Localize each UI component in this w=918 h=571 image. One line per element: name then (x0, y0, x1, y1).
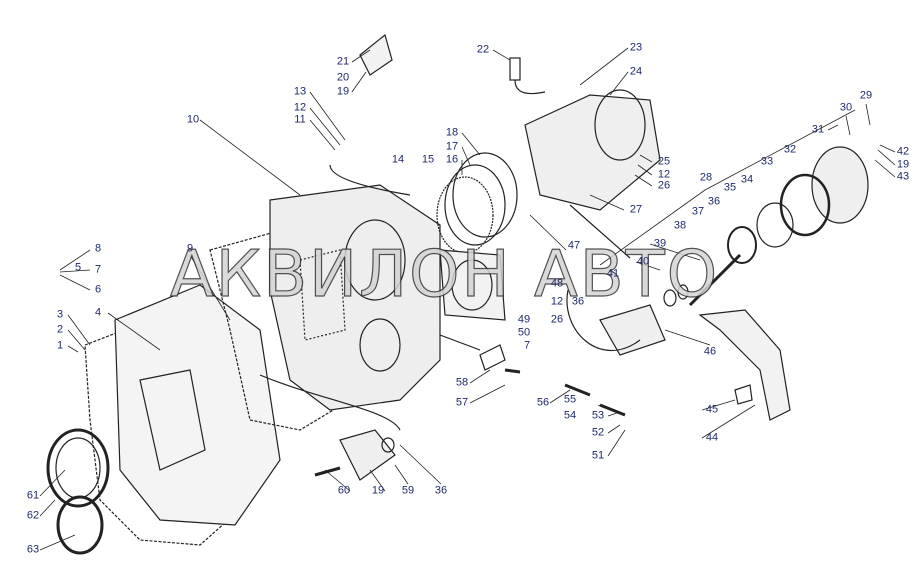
ring-18 (452, 152, 518, 238)
part-label: 19 (336, 85, 350, 98)
part-label: 12 (293, 101, 307, 114)
fork-44 (698, 309, 791, 421)
part-label: 42 (896, 145, 910, 158)
part-label: 12 (550, 295, 564, 308)
part-label: 59 (401, 484, 415, 497)
part-label: 36 (434, 484, 448, 497)
part-label: 26 (657, 179, 671, 192)
seal-61 (46, 428, 110, 508)
part-label: 7 (94, 263, 102, 276)
part-label: 20 (336, 71, 350, 84)
part-label: 62 (26, 509, 40, 522)
part-label: 36 (707, 195, 721, 208)
front-cover (114, 284, 281, 526)
part-35 (756, 202, 794, 248)
part-label: 40 (636, 255, 650, 268)
part-label: 56 (536, 396, 550, 409)
part-label: 31 (811, 123, 825, 136)
part-label: 50 (517, 326, 531, 339)
part-label: 45 (705, 403, 719, 416)
flange-49 (439, 249, 506, 321)
part-label: 8 (94, 242, 102, 255)
part-label: 36 (571, 295, 585, 308)
part-label: 13 (293, 85, 307, 98)
part-label: 2 (56, 323, 64, 336)
part-label: 22 (476, 43, 490, 56)
watermark: АКВИЛОН АВТО (169, 237, 720, 312)
part-label: 60 (337, 484, 351, 497)
part-label: 19 (371, 484, 385, 497)
part-label: 1 (56, 339, 64, 352)
part-label: 39 (653, 237, 667, 250)
part-label: 61 (26, 489, 40, 502)
part-label: 30 (839, 101, 853, 114)
part-label: 16 (445, 153, 459, 166)
part-label: 26 (550, 313, 564, 326)
part-label: 63 (26, 543, 40, 556)
part-label: 25 (657, 155, 671, 168)
part-label: 46 (703, 345, 717, 358)
part-label: 53 (591, 409, 605, 422)
part-label: 29 (859, 89, 873, 102)
rear-housing-23 (524, 94, 661, 211)
part-label: 54 (563, 409, 577, 422)
main-housing (269, 184, 441, 411)
part-label: 43 (896, 170, 910, 183)
part-label: 10 (186, 113, 200, 126)
part-label: 27 (629, 203, 643, 216)
part-label: 17 (445, 140, 459, 153)
part-label: 57 (455, 396, 469, 409)
part-label: 32 (783, 143, 797, 156)
part-label: 14 (391, 153, 405, 166)
valve-59 (339, 429, 396, 481)
part-label: 3 (56, 308, 64, 321)
part-label: 51 (591, 449, 605, 462)
part-label: 41 (606, 267, 620, 280)
ring-37 (727, 226, 757, 264)
part-label: 11 (294, 113, 306, 126)
ring-33 (779, 173, 831, 237)
part-label: 33 (760, 155, 774, 168)
part-label: 48 (550, 277, 564, 290)
plate-21 (359, 33, 393, 76)
part-label: 47 (567, 239, 581, 252)
part-label: 12 (657, 168, 671, 181)
part-label: 19 (896, 158, 910, 171)
part-label: 28 (699, 171, 713, 184)
part-label: 9 (186, 242, 194, 255)
part-label: 49 (517, 313, 531, 326)
part-label: 35 (723, 181, 737, 194)
part-label: 7 (523, 339, 531, 352)
part-label: 18 (445, 126, 459, 139)
part-label: 24 (629, 65, 643, 78)
sensor-22 (509, 57, 521, 81)
part-label: 34 (740, 173, 754, 186)
part-label: 23 (629, 41, 643, 54)
part-label: 4 (94, 306, 102, 319)
part-label: 52 (591, 426, 605, 439)
rod-38 (688, 253, 742, 307)
part-label: 38 (673, 219, 687, 232)
shaft-46 (599, 304, 666, 356)
part-label: 58 (455, 376, 469, 389)
part-label: 55 (563, 393, 577, 406)
part-label: 44 (705, 431, 719, 444)
part-label: 5 (74, 261, 82, 274)
part-label: 37 (691, 205, 705, 218)
cover-32 (811, 146, 869, 224)
part-label: 15 (421, 153, 435, 166)
part-label: 6 (94, 283, 102, 296)
part-label: 21 (336, 55, 350, 68)
seal-63 (56, 495, 104, 555)
